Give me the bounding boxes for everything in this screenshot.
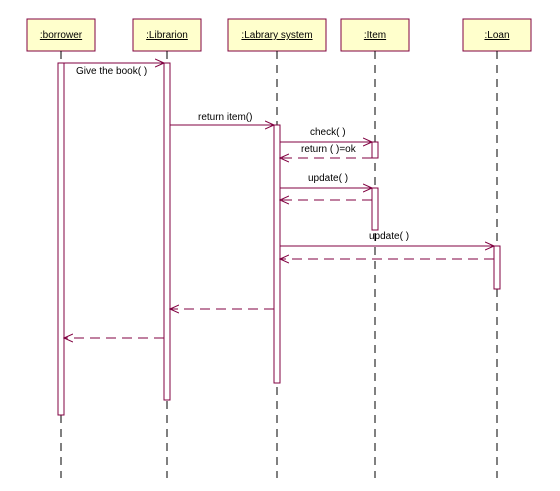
activation-item-check	[371, 141, 379, 159]
message-label-give-the-book: Give the book( )	[76, 66, 147, 77]
object-loan: :Loan	[462, 18, 532, 52]
object-item: :Item	[340, 18, 410, 52]
activation-borrower	[57, 62, 65, 416]
object-label-librarian: :Librarion	[146, 30, 188, 41]
object-label-library-system: :Labrary system	[241, 30, 312, 41]
message-label-check: check( )	[310, 127, 346, 138]
object-label-loan: :Loan	[484, 30, 509, 41]
object-label-item: :Item	[364, 30, 386, 41]
activation-librarian	[163, 62, 171, 401]
activation-loan	[493, 245, 501, 290]
activation-library-system	[273, 124, 281, 384]
message-label-return-ok: return ( )=ok	[301, 144, 357, 155]
message-label-return-item: return item()	[198, 112, 252, 123]
activation-item-update	[371, 187, 379, 231]
object-librarian: :Librarion	[132, 18, 202, 52]
object-borrower: :borrower	[26, 18, 96, 52]
message-label-update-loan: update( )	[369, 231, 409, 242]
object-label-borrower: :borrower	[40, 30, 83, 41]
object-library-system: :Labrary system	[227, 18, 327, 52]
message-label-update-item: update( )	[308, 173, 348, 184]
